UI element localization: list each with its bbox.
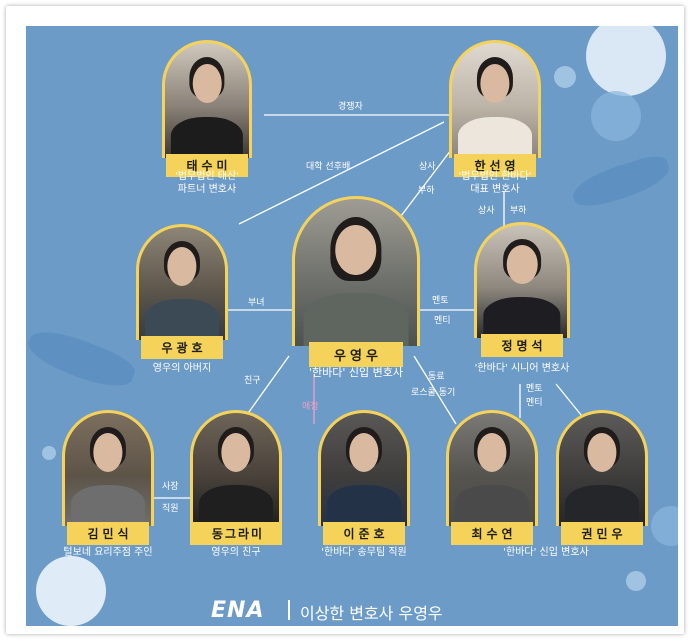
portrait xyxy=(318,410,410,526)
person-card[interactable]: 권민우 xyxy=(556,410,648,526)
caption-line: '법무법인 한바다' xyxy=(458,171,531,182)
person-card[interactable]: 우영우 xyxy=(292,196,420,346)
caption-line: '한바다' 신입 변호사 xyxy=(503,547,588,558)
person-card[interactable]: 한선영 xyxy=(449,40,541,158)
person-name: 김민식 xyxy=(67,522,149,545)
person-card[interactable]: 우광호 xyxy=(136,224,228,340)
caption-line: '한바다' 시니어 변호사 xyxy=(475,363,570,374)
outfit xyxy=(483,297,560,338)
caption-line: '한바다' 송무팀 직원 xyxy=(321,547,406,558)
relation-label: 부녀 xyxy=(248,298,265,309)
person-name: 우광호 xyxy=(141,336,223,359)
relation-label: 멘티 xyxy=(526,398,543,409)
person-card[interactable]: 이준호 xyxy=(318,410,410,526)
relation-label: 멘토 xyxy=(432,296,449,307)
outfit xyxy=(171,117,243,158)
outfit xyxy=(71,485,145,526)
relation-label: 부하 xyxy=(510,206,527,217)
person-caption: '법무법인 태산' 파트너 변호사 xyxy=(175,170,239,196)
caption-line: '법무법인 태산' xyxy=(175,171,239,182)
caption-line: 영우의 아버지 xyxy=(153,363,211,374)
person-card[interactable]: 태수미 xyxy=(162,40,252,158)
face xyxy=(480,64,509,103)
person-name: 정명석 xyxy=(481,334,563,357)
person-name: 이준호 xyxy=(323,522,405,545)
character-relationship-diagram: 태수미 '법무법인 태산' 파트너 변호사 한선영 '법무법인 한바다' 대표 변호… xyxy=(26,26,678,626)
person-caption: 영우의 아버지 xyxy=(153,362,211,375)
relation-label: 직원 xyxy=(162,504,179,515)
caption-line: 대표 변호사 xyxy=(470,184,519,195)
face xyxy=(335,225,376,275)
image-frame: 태수미 '법무법인 태산' 파트너 변호사 한선영 '법무법인 한바다' 대표 변호… xyxy=(6,6,684,634)
caption-line: '한바다' 신입 변호사 xyxy=(309,366,403,379)
portrait xyxy=(446,410,538,526)
drama-title: 이상한 변호사 우영우 xyxy=(300,600,443,624)
person-name: 최수연 xyxy=(451,522,533,545)
person-caption: 털보네 요리주점 주인 xyxy=(63,546,152,559)
footer-separator xyxy=(288,600,290,620)
person-caption: '한바다' 송무팀 직원 xyxy=(321,546,406,559)
relation-label: 부하 xyxy=(418,186,435,197)
portrait xyxy=(162,40,252,158)
relation-label: 사장 xyxy=(162,482,179,493)
outfit xyxy=(304,293,409,346)
relation-label: 로스쿨 동기 xyxy=(411,388,455,399)
caption-line: 영우의 친구 xyxy=(211,547,260,558)
person-card[interactable]: 동그라미 xyxy=(190,410,282,526)
relation-label: 동료 xyxy=(428,372,445,383)
ena-logo: ENA xyxy=(211,598,264,623)
person-name: 우영우 xyxy=(309,342,403,367)
outfit xyxy=(458,117,532,158)
outfit xyxy=(199,485,273,526)
portrait xyxy=(556,410,648,526)
relation-label: 멘토 xyxy=(526,384,543,395)
relation-label: 애정 xyxy=(302,402,319,413)
face xyxy=(507,245,538,283)
person-card[interactable]: 김민식 xyxy=(62,410,154,526)
portrait xyxy=(292,196,420,346)
relation-label: 경쟁자 xyxy=(338,102,363,113)
person-caption: 영우의 친구 xyxy=(211,546,260,559)
person-name: 권민우 xyxy=(561,522,643,545)
person-caption: '한바다' 신입 변호사 xyxy=(503,546,588,559)
portrait xyxy=(474,222,570,338)
caption-line: 털보네 요리주점 주인 xyxy=(63,547,152,558)
outfit xyxy=(327,485,401,526)
outfit xyxy=(455,485,529,526)
portrait xyxy=(62,410,154,526)
relation-label: 상사 xyxy=(419,162,436,173)
person-card[interactable]: 최수연 xyxy=(446,410,538,526)
caption-line: 파트너 변호사 xyxy=(178,184,236,195)
person-caption: '법무법인 한바다' 대표 변호사 xyxy=(458,170,531,196)
outfit xyxy=(145,299,219,340)
person-caption: '한바다' 신입 변호사 xyxy=(309,366,403,379)
relation-label: 대학 선후배 xyxy=(306,162,350,173)
portrait xyxy=(136,224,228,340)
person-caption: '한바다' 시니어 변호사 xyxy=(475,362,570,375)
portrait xyxy=(449,40,541,158)
face xyxy=(193,64,222,103)
portrait xyxy=(190,410,282,526)
relation-label: 친구 xyxy=(244,376,261,387)
relation-label: 멘티 xyxy=(434,316,451,327)
person-name: 동그라미 xyxy=(190,522,282,545)
outfit xyxy=(565,485,639,526)
relation-label: 상사 xyxy=(478,206,495,217)
person-card[interactable]: 정명석 xyxy=(474,222,570,338)
